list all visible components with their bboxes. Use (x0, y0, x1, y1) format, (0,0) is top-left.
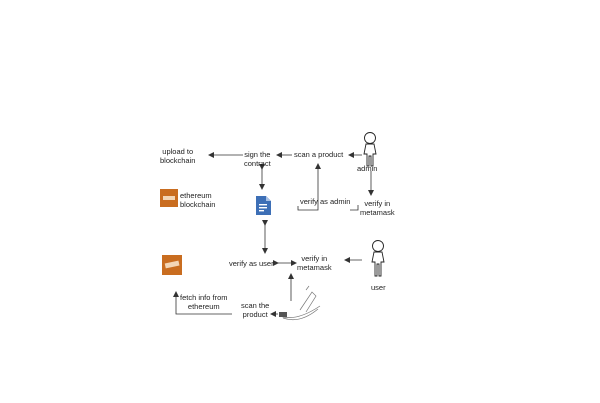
upload-to-blockchain-label: upload to blockchain (160, 147, 196, 165)
contract-document-icon (256, 196, 271, 215)
user-figure-icon (371, 240, 385, 277)
barcode-scanner-icon (279, 285, 321, 321)
ethereum-logo-top-icon (160, 189, 178, 207)
sign-the-contract-label: sign the contract (244, 150, 271, 168)
verify-as-user-label: verify as user (229, 259, 274, 268)
fetch-info-from-ethereum-label: fetch info from ethereum (180, 293, 228, 311)
verify-in-metamask-user-label: verify in metamask (297, 254, 332, 272)
arrow-scan-to-fetch (173, 291, 232, 315)
ethereum-logo-bottom-icon (162, 255, 182, 275)
user-label: user (371, 283, 386, 292)
verify-as-admin-label: verify as admin (300, 197, 351, 206)
admin-figure-icon (363, 132, 377, 167)
scan-a-product-label: scan a product (294, 150, 344, 159)
admin-label: admin (357, 164, 378, 173)
arrow-verify-admin-to-scan (297, 163, 321, 211)
verify-in-metamask-admin-label: verify in metamask (360, 199, 395, 217)
ethereum-blockchain-label: ethereum blockchain (180, 191, 216, 209)
scan-the-product-label: scan the product (241, 301, 270, 319)
arrow-verify-admin-to-metamask (350, 205, 359, 211)
